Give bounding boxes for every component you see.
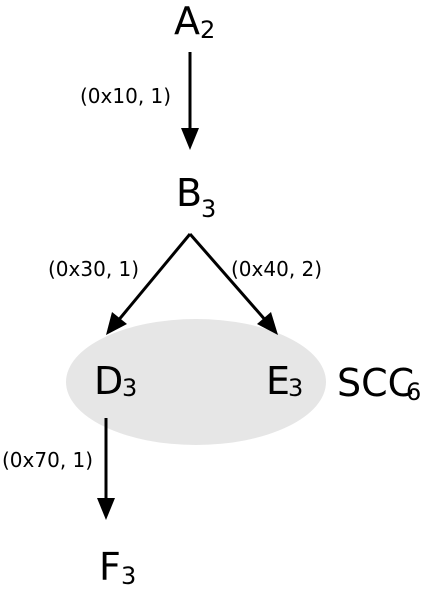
edge-a-to-b-arrowhead (181, 128, 199, 150)
edge-b-to-d (115, 233, 192, 323)
edge-label-b-d: (0x30, 1) (48, 257, 139, 281)
node-a-subscript: 2 (200, 16, 215, 44)
edge-label-b-e: (0x40, 2) (231, 257, 322, 281)
node-a: A 2 (174, 0, 215, 44)
node-d-letter: D (94, 359, 123, 403)
scc-label-text: SCC (337, 361, 414, 405)
scc-label-subscript: 6 (406, 378, 421, 406)
node-e-letter: E (266, 359, 290, 403)
edge-d-to-f-arrowhead (97, 498, 115, 520)
node-d-subscript: 3 (122, 374, 137, 402)
node-b: B 3 (176, 171, 216, 223)
node-f-subscript: 3 (121, 562, 136, 590)
edge-b-to-d-arrowhead (106, 312, 127, 335)
node-f-letter: F (99, 545, 121, 589)
node-d: D 3 (94, 359, 137, 403)
node-e-subscript: 3 (288, 374, 303, 402)
edge-b-to-e-arrowhead (257, 312, 278, 335)
node-a-letter: A (174, 0, 200, 43)
edge-label-d-f: (0x70, 1) (2, 448, 93, 472)
node-e: E 3 (266, 359, 303, 403)
scc-label: SCC 6 (337, 361, 421, 406)
scc-region (66, 319, 326, 445)
node-b-letter: B (176, 171, 202, 215)
edge-label-a-b: (0x10, 1) (80, 84, 171, 108)
node-b-subscript: 3 (201, 195, 216, 223)
edge-b-to-e (188, 233, 269, 323)
node-f: F 3 (99, 545, 136, 590)
